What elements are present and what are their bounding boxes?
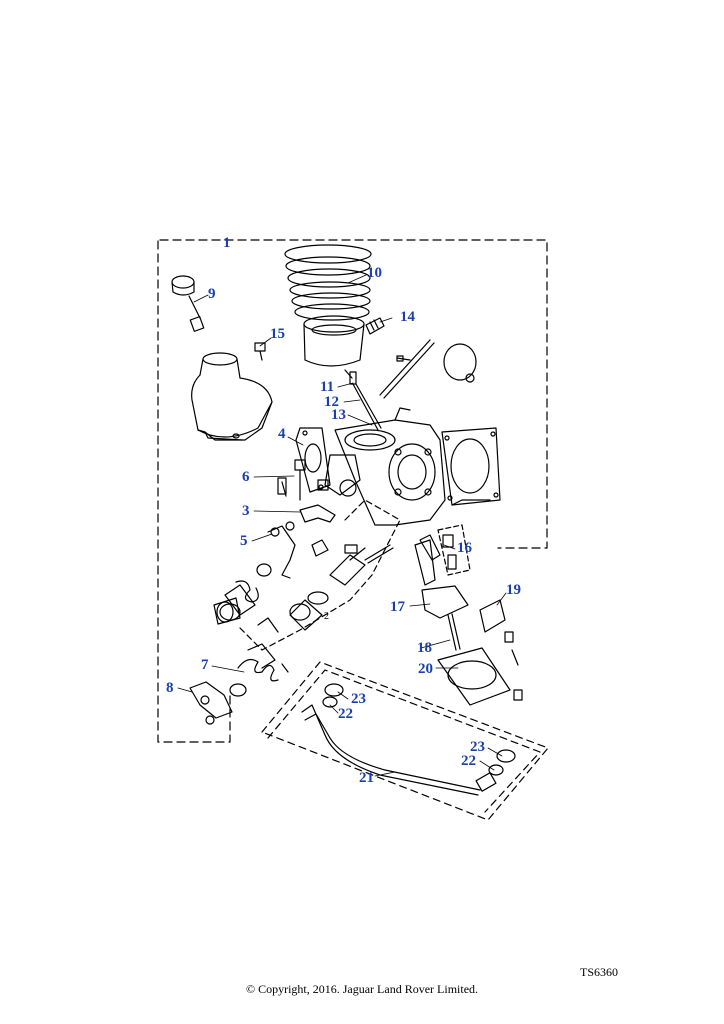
callout-22: 22 bbox=[461, 753, 476, 769]
callout-14: 14 bbox=[400, 309, 415, 325]
float-chamber-parts bbox=[414, 524, 523, 706]
callout-23: 23 bbox=[351, 691, 366, 707]
callout-1: 1 bbox=[223, 235, 231, 251]
piston-spring bbox=[284, 244, 372, 321]
callout-5: 5 bbox=[240, 533, 248, 549]
callout-7: 7 bbox=[201, 657, 209, 673]
dashpot-chamber bbox=[191, 352, 273, 441]
callout-21: 21 bbox=[359, 770, 374, 786]
throttle-spindle bbox=[379, 339, 477, 399]
choke-lever bbox=[285, 504, 336, 531]
return-spring bbox=[219, 563, 272, 621]
callout-2: 2 bbox=[324, 611, 329, 622]
screw bbox=[254, 342, 266, 361]
piston bbox=[303, 315, 365, 379]
callout-6: 6 bbox=[242, 469, 250, 485]
callout-16: 16 bbox=[457, 540, 472, 556]
jet-needle bbox=[349, 371, 382, 431]
callout-22: 22 bbox=[338, 706, 353, 722]
subassembly-boundary bbox=[239, 499, 401, 651]
damper-plug bbox=[365, 317, 385, 335]
callout-15: 15 bbox=[270, 326, 285, 342]
carburettor-body bbox=[324, 407, 446, 526]
choke-bracket bbox=[189, 681, 233, 725]
choke-spindle bbox=[289, 544, 394, 631]
leader-lines bbox=[177, 274, 507, 777]
callout-4: 4 bbox=[278, 426, 286, 442]
callout-13: 13 bbox=[331, 407, 346, 423]
callout-12: 12 bbox=[324, 394, 339, 410]
fuel-pipe bbox=[301, 683, 516, 796]
callout-23: 23 bbox=[470, 739, 485, 755]
mounting-screws bbox=[277, 459, 329, 501]
callout-8: 8 bbox=[166, 680, 174, 696]
callout-9: 9 bbox=[208, 286, 216, 302]
copyright-notice: © Copyright, 2016. Jaguar Land Rover Lim… bbox=[245, 982, 479, 996]
spring-pack bbox=[229, 617, 289, 697]
drawing-reference-code: TS6360 bbox=[580, 965, 619, 979]
gasket-right bbox=[441, 427, 501, 506]
fast-idle-cam bbox=[213, 597, 241, 625]
gasket-left bbox=[295, 427, 331, 493]
throttle-link bbox=[267, 525, 329, 579]
callout-17: 17 bbox=[390, 599, 405, 615]
callout-10: 10 bbox=[367, 265, 382, 281]
callout-18: 18 bbox=[417, 640, 432, 656]
assembly-boundary bbox=[157, 239, 548, 743]
callout-11: 11 bbox=[320, 379, 335, 395]
callout-20: 20 bbox=[418, 661, 433, 677]
callout-19: 19 bbox=[506, 582, 521, 598]
damper-cap bbox=[171, 275, 205, 332]
callout-3: 3 bbox=[242, 503, 250, 519]
fuel-pipe-boundary bbox=[261, 661, 549, 821]
